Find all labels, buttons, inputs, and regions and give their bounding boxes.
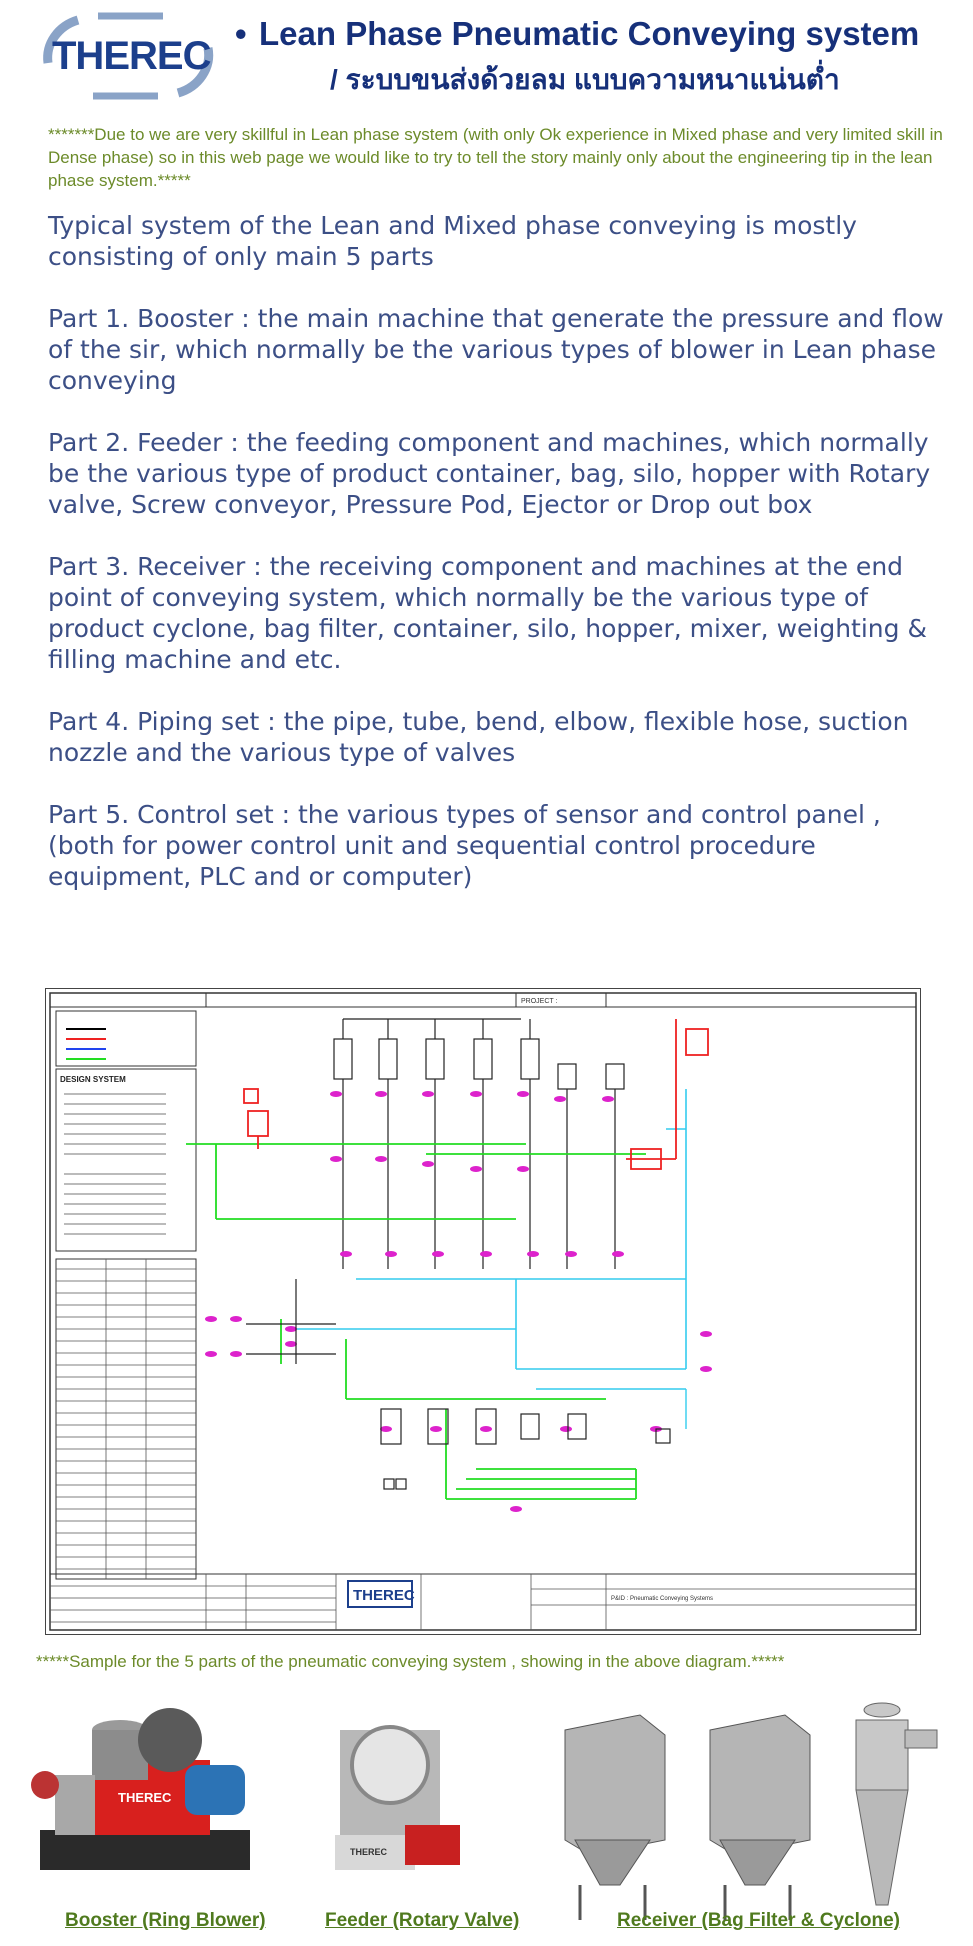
- rotary-valve-image: THEREC: [335, 1725, 460, 1870]
- header: THEREC • Lean Phase Pneumatic Conveying s…: [0, 0, 973, 115]
- receiver-label: Receiver (Bag Filter & Cyclone): [617, 1910, 900, 1931]
- title-text: Lean Phase Pneumatic Conveying system: [259, 15, 920, 52]
- booster-label: Booster (Ring Blower): [65, 1910, 266, 1931]
- project-label: PROJECT :: [521, 998, 557, 1005]
- equipment-photos: THEREC THEREC: [31, 1702, 938, 1920]
- paragraph-part-5: Part 5. Control set : the various types …: [48, 800, 881, 891]
- paragraph-part-3: Part 3. Receiver : the receiving compone…: [48, 552, 927, 674]
- ring-blower-image: THEREC: [31, 1708, 250, 1870]
- page-title: • Lean Phase Pneumatic Conveying system: [235, 14, 965, 54]
- feeder-label: Feeder (Rotary Valve): [325, 1910, 520, 1931]
- logo-text: THEREC: [52, 34, 211, 78]
- bullet-icon: •: [235, 15, 247, 52]
- paragraph-part-4: Part 4. Piping set : the pipe, tube, ben…: [48, 707, 909, 767]
- diagram-caption: *****Sample for the 5 parts of the pneum…: [36, 1652, 785, 1671]
- cyclone-image: [855, 1702, 938, 1906]
- pid-drawing: PROJECT : DESIGN SYSTEM: [49, 992, 917, 1631]
- title-block-logo: THEREC: [353, 1587, 415, 1604]
- paragraph-overview: Typical system of the Lean and Mixed pha…: [48, 211, 857, 271]
- intro-note: *******Due to we are very skillful in Le…: [48, 125, 943, 190]
- page-subtitle: / ระบบขนส่งด้วยลม แบบความหนาแน่นต่ำ: [330, 64, 840, 95]
- body-text: Typical system of the Lean and Mixed pha…: [48, 210, 948, 923]
- design-system-heading: DESIGN SYSTEM: [60, 1075, 126, 1084]
- drawing-title: P&ID : Pneumatic Conveying Systems: [611, 1596, 713, 1602]
- svg-text:THEREC: THEREC: [350, 1847, 388, 1857]
- bag-filter-image: [564, 1714, 811, 1920]
- svg-text:THEREC: THEREC: [118, 1790, 172, 1805]
- therec-logo: [43, 12, 214, 100]
- paragraph-part-1: Part 1. Booster : the main machine that …: [48, 304, 944, 395]
- pid-diagram: PROJECT : DESIGN SYSTEM: [45, 988, 921, 1635]
- paragraph-part-2: Part 2. Feeder : the feeding component a…: [48, 428, 931, 519]
